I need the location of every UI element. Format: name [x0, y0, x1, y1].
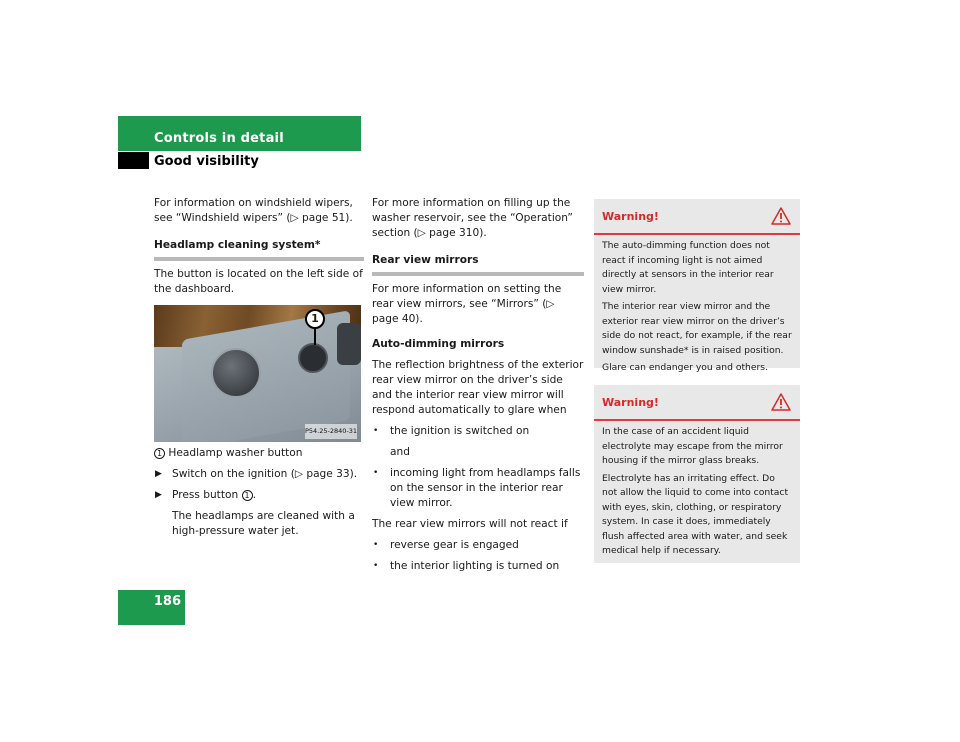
page-number: 186	[153, 594, 181, 609]
headlamp-cleaning-heading: Headlamp cleaning system*	[154, 238, 364, 261]
condition-headlamp-light: • incoming light from headlamps falls on…	[372, 466, 584, 511]
subsection-marker	[118, 152, 149, 169]
condition-text: the ignition is switched on	[390, 425, 530, 437]
warning-paragraph: In the case of an accident liquid electr…	[602, 426, 783, 466]
exception-interior-lighting: • the interior lighting is turned on	[372, 559, 584, 574]
warning-box-electrolyte: Warning! In the case of an accident liqu…	[594, 385, 800, 563]
bullet-icon: •	[373, 561, 379, 571]
warning-body: The auto-dimming function does not react…	[594, 235, 800, 376]
section-title: Controls in detail	[154, 131, 284, 146]
warning-triangle-icon	[771, 207, 791, 225]
and-text: and	[390, 446, 410, 458]
mirrors-reference: For more information on setting the rear…	[372, 283, 562, 325]
warning-paragraph: Glare can endanger you and others.	[602, 362, 769, 373]
warning-paragraph: Electrolyte has an irritating effect. Do…	[602, 472, 789, 557]
figure-reference: P54.25-2840-31	[304, 424, 357, 439]
side-control	[337, 323, 361, 365]
button-number: 1	[241, 490, 253, 501]
bullet-icon: •	[373, 426, 379, 436]
exception-text: the interior lighting is turned on	[390, 560, 560, 572]
exception-text: reverse gear is engaged	[390, 539, 519, 551]
condition-text: incoming light from headlamps falls on t…	[390, 467, 581, 509]
step-text-end: .	[252, 489, 256, 501]
step-text: Press button	[172, 489, 242, 501]
warning-title: Warning!	[602, 396, 659, 409]
arrow-icon: ▶	[155, 469, 162, 479]
warning-paragraph: The auto-dimming function does not react…	[602, 240, 774, 295]
step-text: Switch on the ignition (▷ page 33).	[172, 468, 358, 480]
cleaning-result-text: The headlamps are cleaned with a high-pr…	[172, 510, 355, 537]
bullet-icon: •	[373, 540, 379, 550]
legend-text: Headlamp washer button	[168, 447, 303, 459]
auto-dimming-heading: Auto-dimming mirrors	[372, 338, 505, 350]
section-header-bar	[118, 116, 361, 151]
callout-line	[314, 328, 316, 345]
not-react-text: The rear view mirrors will not react if	[372, 518, 568, 530]
warning-header: Warning!	[594, 385, 800, 421]
exception-reverse-gear: • reverse gear is engaged	[372, 538, 584, 553]
arrow-icon: ▶	[155, 490, 162, 500]
auto-dimming-text: The reflection brightness of the exterio…	[372, 359, 584, 416]
page-number-box	[118, 590, 185, 625]
right-column: For more information on filling up the w…	[372, 196, 584, 574]
warning-box-auto-dimming: Warning! The auto-dimming function does …	[594, 199, 800, 373]
subsection-title: Good visibility	[154, 154, 259, 169]
bullet-icon: •	[373, 468, 379, 478]
warning-paragraph: The interior rear view mirror and the ex…	[602, 301, 792, 356]
figure-legend: 1 Headlamp washer button	[154, 446, 364, 461]
light-switch-knob	[211, 348, 261, 398]
legend-number: 1	[154, 448, 165, 459]
step-press-button: ▶ Press button 1.	[154, 488, 364, 503]
warning-title: Warning!	[602, 210, 659, 223]
warning-body: In the case of an accident liquid electr…	[594, 421, 800, 559]
left-column: For information on windshield wipers, se…	[154, 196, 364, 539]
rear-view-mirrors-heading: Rear view mirrors	[372, 253, 584, 276]
headlamp-switch-photo: 1 P54.25-2840-31	[154, 305, 361, 442]
headlamp-washer-button-image	[298, 343, 328, 373]
condition-ignition: • the ignition is switched on	[372, 424, 584, 439]
button-location-text: The button is located on the left side o…	[154, 268, 363, 295]
warning-header: Warning!	[594, 199, 800, 235]
washer-reservoir-reference: For more information on filling up the w…	[372, 197, 573, 239]
callout-marker: 1	[305, 309, 325, 329]
windshield-wipers-reference: For information on windshield wipers, se…	[154, 197, 353, 224]
step-ignition: ▶ Switch on the ignition (▷ page 33).	[154, 467, 364, 482]
warning-triangle-icon	[771, 393, 791, 411]
